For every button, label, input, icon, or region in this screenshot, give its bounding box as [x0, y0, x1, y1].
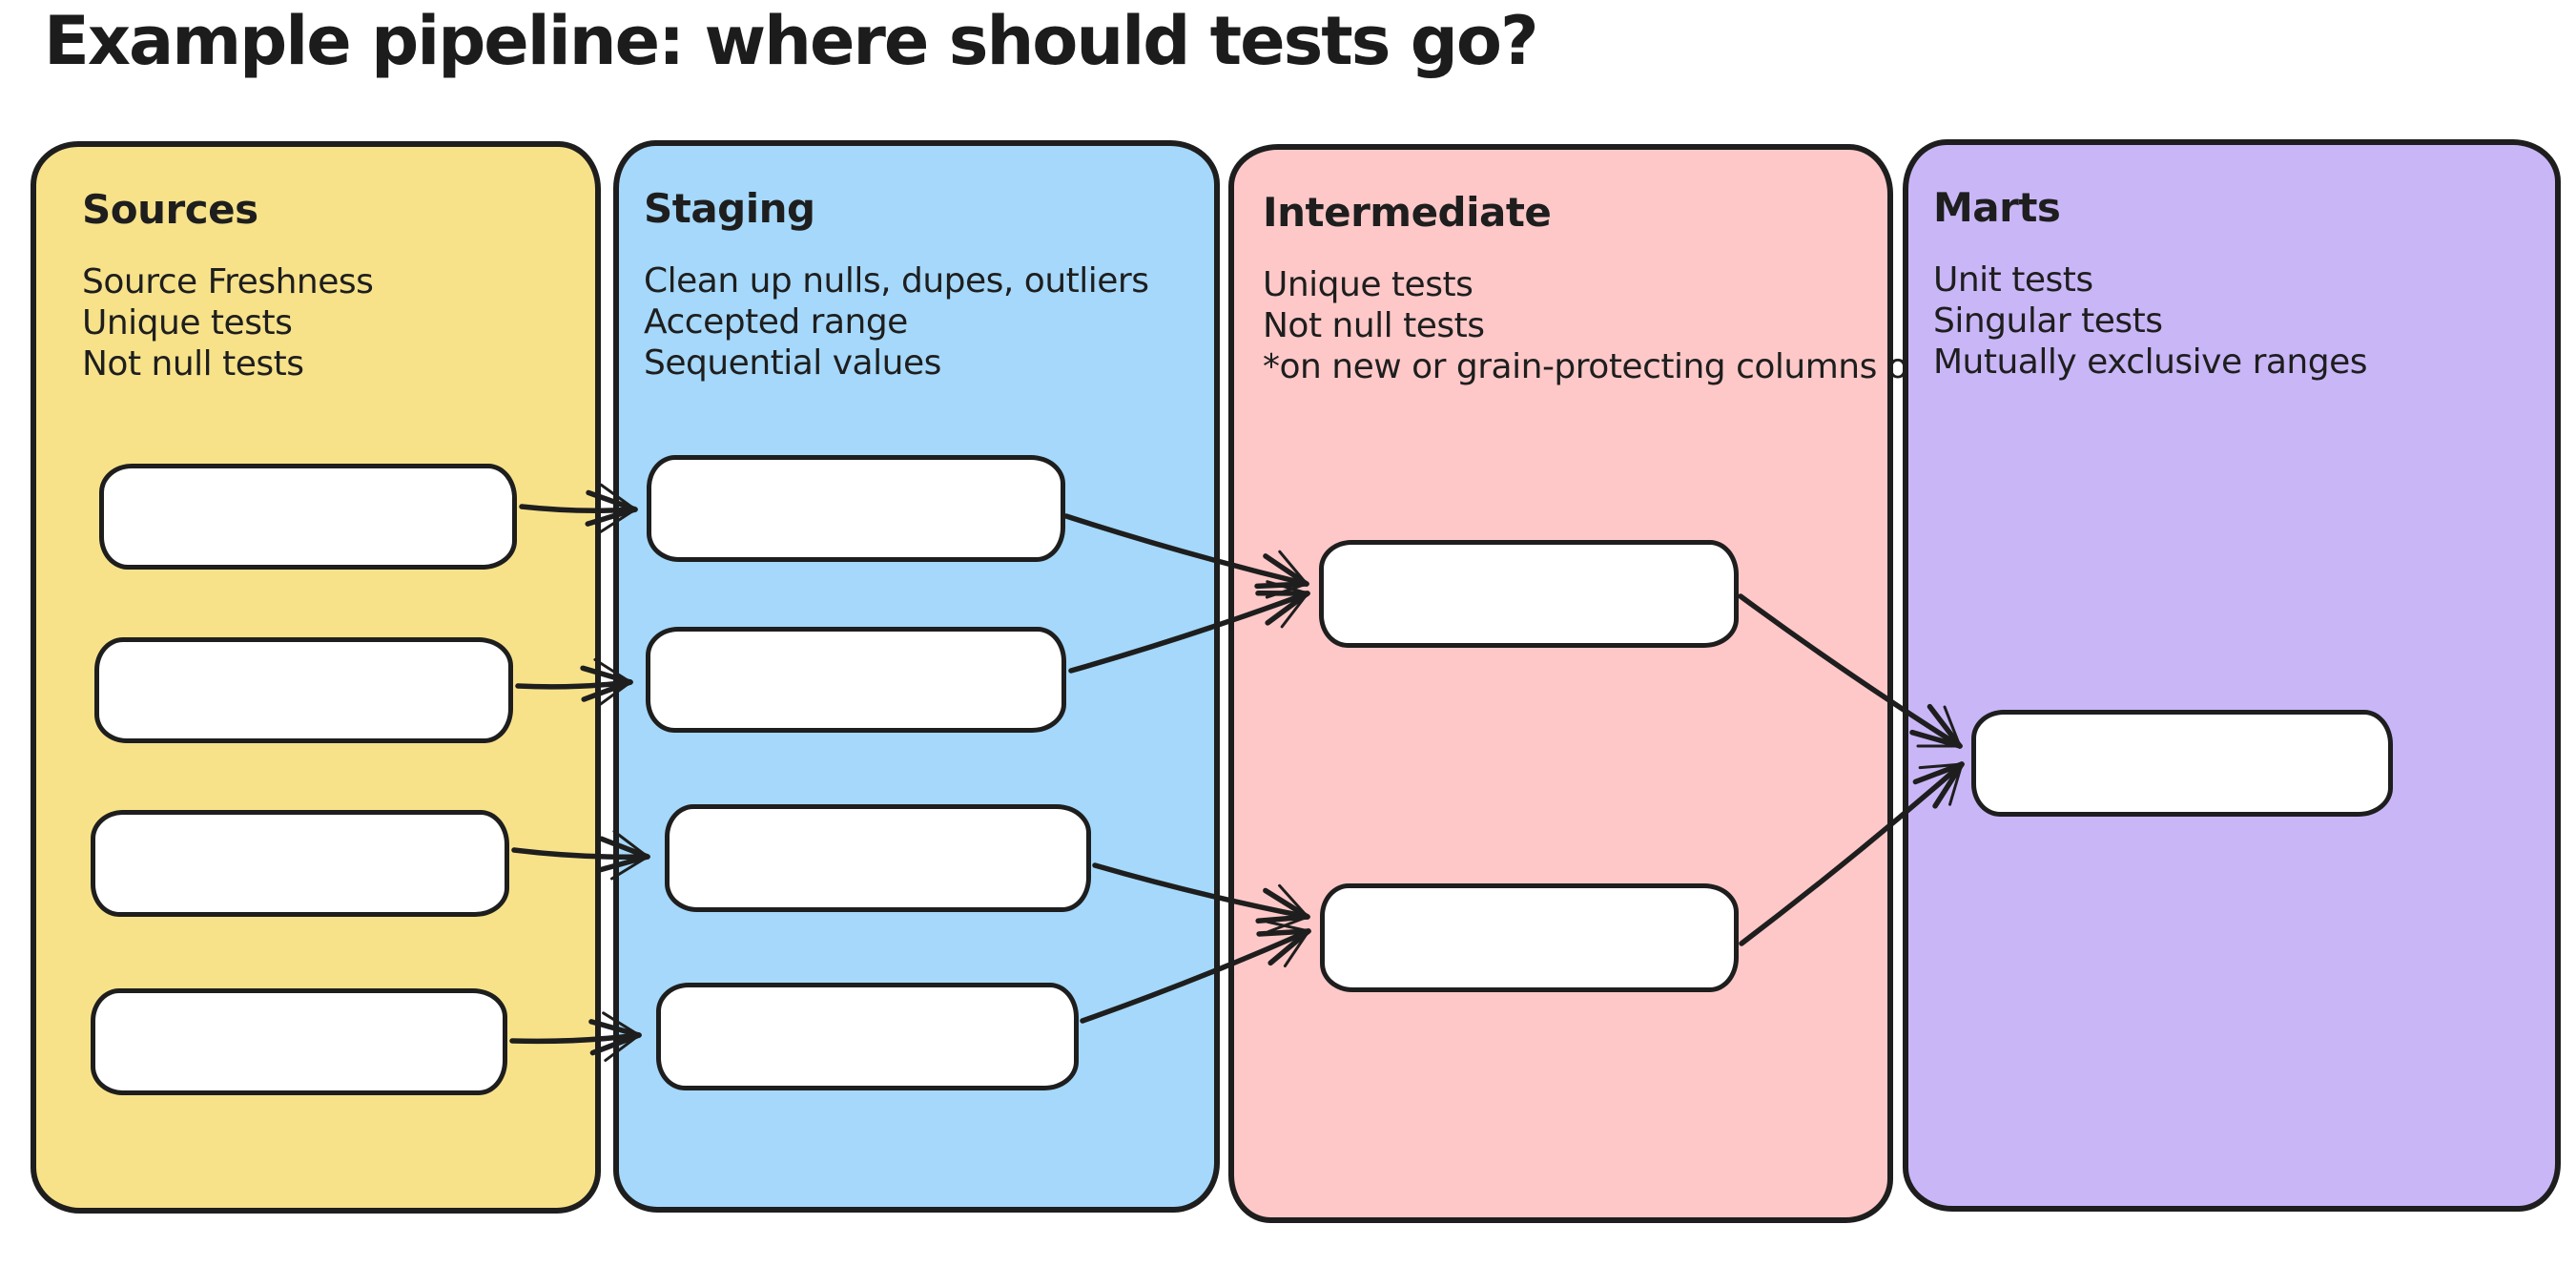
panel-staging-note-2: Accepted range [644, 302, 908, 342]
panel-staging-title: Staging [644, 185, 815, 232]
panel-sources-note-1: Source Freshness [82, 262, 374, 301]
panel-marts: Marts Unit tests Singular tests Mutually… [1903, 139, 2561, 1212]
panel-marts-note-2: Singular tests [1933, 301, 2163, 341]
panel-sources-notes: Source Freshness Unique tests Not null t… [82, 261, 557, 384]
panel-marts-note-3: Mutually exclusive ranges [1933, 342, 2368, 382]
node-source-4 [91, 988, 507, 1095]
panel-intermediate-note-2: Not null tests [1263, 306, 1485, 345]
node-source-1 [99, 464, 517, 570]
panel-marts-notes: Unit tests Singular tests Mutually exclu… [1933, 259, 2517, 383]
node-intermediate-1 [1319, 540, 1739, 648]
panel-intermediate-title: Intermediate [1263, 189, 1552, 236]
node-staging-1 [647, 455, 1065, 562]
node-staging-2 [646, 627, 1066, 733]
node-source-2 [94, 637, 513, 743]
panel-intermediate: Intermediate Unique tests Not null tests… [1228, 144, 1958, 1223]
panel-intermediate-notes: Unique tests Not null tests *on new or g… [1263, 264, 1958, 387]
panel-sources-title: Sources [82, 186, 258, 233]
panel-staging-note-3: Sequential values [644, 343, 941, 383]
page-title: Example pipeline: where should tests go? [44, 2, 1539, 80]
panel-staging-notes: Clean up nulls, dupes, outliers Accepted… [644, 260, 1176, 384]
node-staging-4 [656, 983, 1079, 1090]
panel-staging-note-1: Clean up nulls, dupes, outliers [644, 261, 1149, 301]
node-staging-3 [665, 804, 1091, 912]
node-intermediate-2 [1320, 883, 1739, 992]
panel-sources-note-2: Unique tests [82, 303, 293, 342]
panel-intermediate-note-3: *on new or grain-protecting columns only [1263, 347, 1958, 386]
node-source-3 [91, 810, 509, 917]
panel-marts-note-1: Unit tests [1933, 260, 2093, 300]
panel-sources-note-3: Not null tests [82, 344, 304, 384]
panel-intermediate-note-1: Unique tests [1263, 265, 1473, 304]
node-marts-1 [1971, 710, 2393, 817]
panel-marts-title: Marts [1933, 184, 2061, 231]
